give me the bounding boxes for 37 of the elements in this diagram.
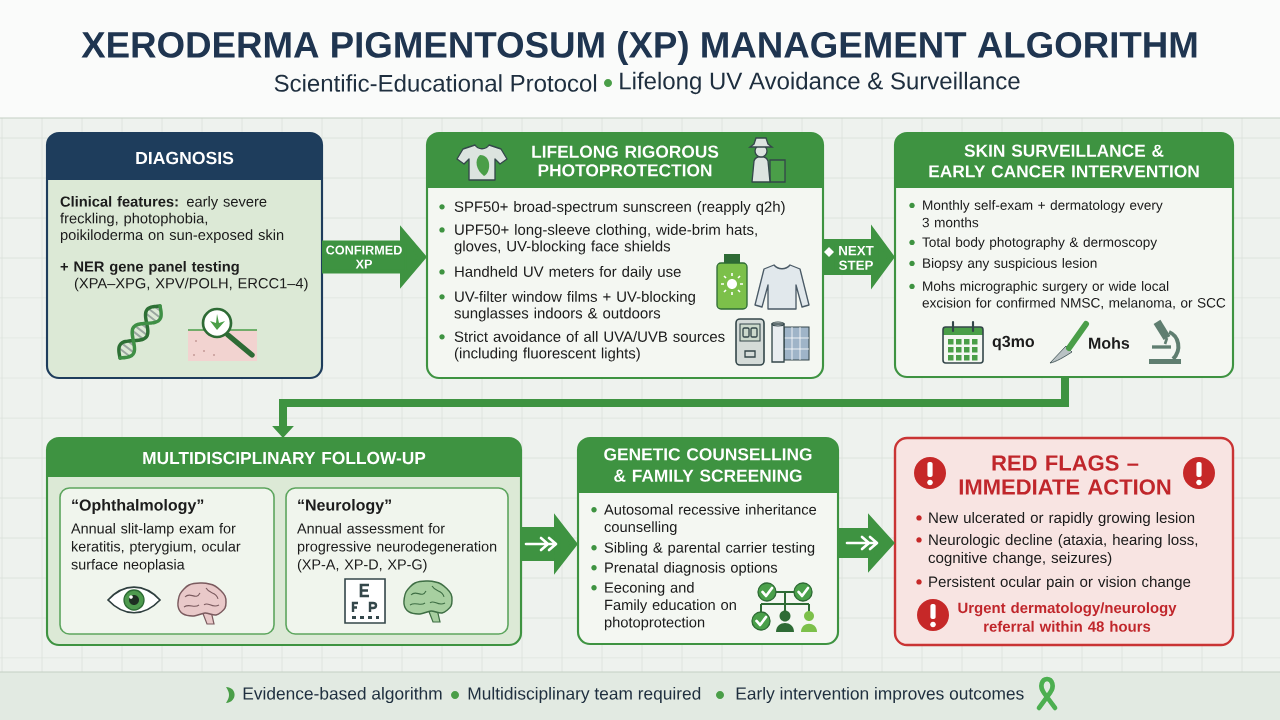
card-header: DIAGNOSIS — [47, 133, 322, 180]
bullet-text: Monthly self-exam + dermatology every 3 months — [922, 200, 1163, 228]
bullet-text: Sibling & parental carrier testing — [604, 542, 815, 556]
bullet-text: Biopsy any suspicious lesion — [923, 258, 1097, 271]
bullet-text: Autosomal recessive inheritance counselling — [604, 504, 817, 535]
subtitle-text: Lifelong UV Avoidance & Surveillance — [620, 71, 1020, 95]
body-text: Annual assessment for progressive neurodegeneration (XP-A, XP-D, XP-G) — [297, 523, 497, 573]
body-text: Annual slit-lamp exam for keratitis, pterygium, ocular surface neoplasia — [71, 523, 241, 573]
body-text: + NER gene panel testing (XPA–XPG, XPV/POLH, ERCC1–4) — [60, 261, 308, 292]
alert-title: RED FLAGS – IMMEDIATE ACTION — [959, 455, 1171, 495]
bullet-text: Total body photography & dermoscopy — [922, 237, 1158, 250]
footer-text: Evidence-based algorithm — [243, 686, 442, 704]
bullet-text: Prenatal diagnosis options — [605, 562, 778, 576]
bullet-text: Strict avoidance of all UVA/UVB sources (including fluorescent lights) — [454, 331, 725, 362]
card-header: SKIN SURVEILLANCE & EARLY CANCER INTERVENTION — [895, 133, 1233, 188]
icon-caption: q3mo — [992, 335, 1035, 351]
bullet-text: Mohs micrographic surgery or wide local excision for confirmed NMSC, melanoma, or SCC — [922, 281, 1226, 310]
edge-label: NEXT STEP — [834, 244, 878, 272]
urgent-note: Urgent dermatology/neurology referral within 48 hours — [958, 602, 1177, 632]
edge-label: CONFIRMED XP — [323, 244, 405, 270]
subtitle-text: Scientific-Educational Protocol — [274, 74, 597, 92]
bullet-text: Handheld UV meters for daily use — [455, 266, 681, 280]
bullet-text: New ulcerated or rapidly growing lesion — [929, 512, 1195, 527]
bullet-text: UV-filter window films + UV-blocking sunglasses indoors & outdoors — [454, 291, 695, 322]
bullet-text: SPF50+ broad-spectrum sunscreen (reapply q2h) — [454, 201, 785, 215]
bullet-text: Neurologic decline (ataxia, hearing loss, cognitive change, seizures) — [928, 534, 1198, 567]
footer-text: Multidisciplinary team required — [468, 686, 701, 704]
bullet-text: UPF50+ long-sleeve clothing, wide-brim hats, gloves, UV-blocking face shields — [454, 224, 757, 255]
card-title: “Neurology” — [298, 499, 391, 514]
card-title: “Ophthalmology” — [72, 499, 204, 514]
diagram-title: XERODERMA PIGMENTOSUM (XP) MANAGEMENT ALGORITHM — [81, 30, 1197, 66]
bullet-text: Eeconing and Family education on photoprotection — [604, 582, 736, 631]
card-header: GENETIC COUNSELLING & FAMILY SCREENING — [578, 438, 838, 493]
bullet-text: Persistent ocular pain or vision change — [929, 576, 1191, 591]
footer-text: Early intervention improves outcomes — [736, 686, 1024, 704]
icon-caption: Mohs — [1089, 337, 1130, 349]
body-text: Clinical features: early severe freckling, photophobia, poikiloderma on sun-exposed skin — [60, 196, 284, 243]
